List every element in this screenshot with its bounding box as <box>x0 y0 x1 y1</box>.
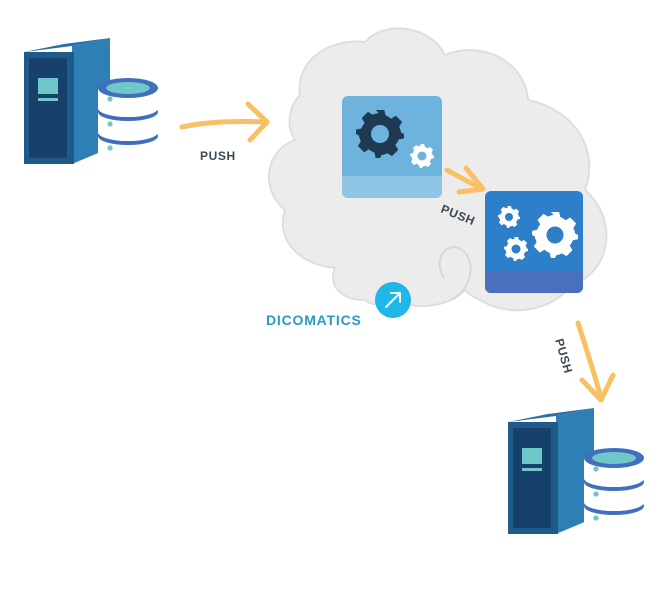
push-label-3: PUSH <box>552 337 575 375</box>
server-tower-icon <box>24 38 110 164</box>
gears-icon <box>356 110 434 168</box>
brand-name: DICOMATICS <box>266 312 362 328</box>
brand: DICOMATICS <box>266 282 411 328</box>
server-tower-icon <box>508 408 594 534</box>
arrow-up-right-icon <box>375 282 411 318</box>
database-icon <box>98 78 158 163</box>
push-arrow-2 <box>444 165 486 195</box>
push-arrow-3 <box>575 320 616 403</box>
database-icon <box>584 448 644 533</box>
app-module-2 <box>485 191 583 293</box>
source-server <box>24 38 158 164</box>
push-arrow-1 <box>179 101 270 143</box>
target-server <box>508 408 644 534</box>
push-label-1: PUSH <box>200 149 236 163</box>
gears-icon <box>498 206 578 261</box>
app-module-1 <box>342 96 442 198</box>
